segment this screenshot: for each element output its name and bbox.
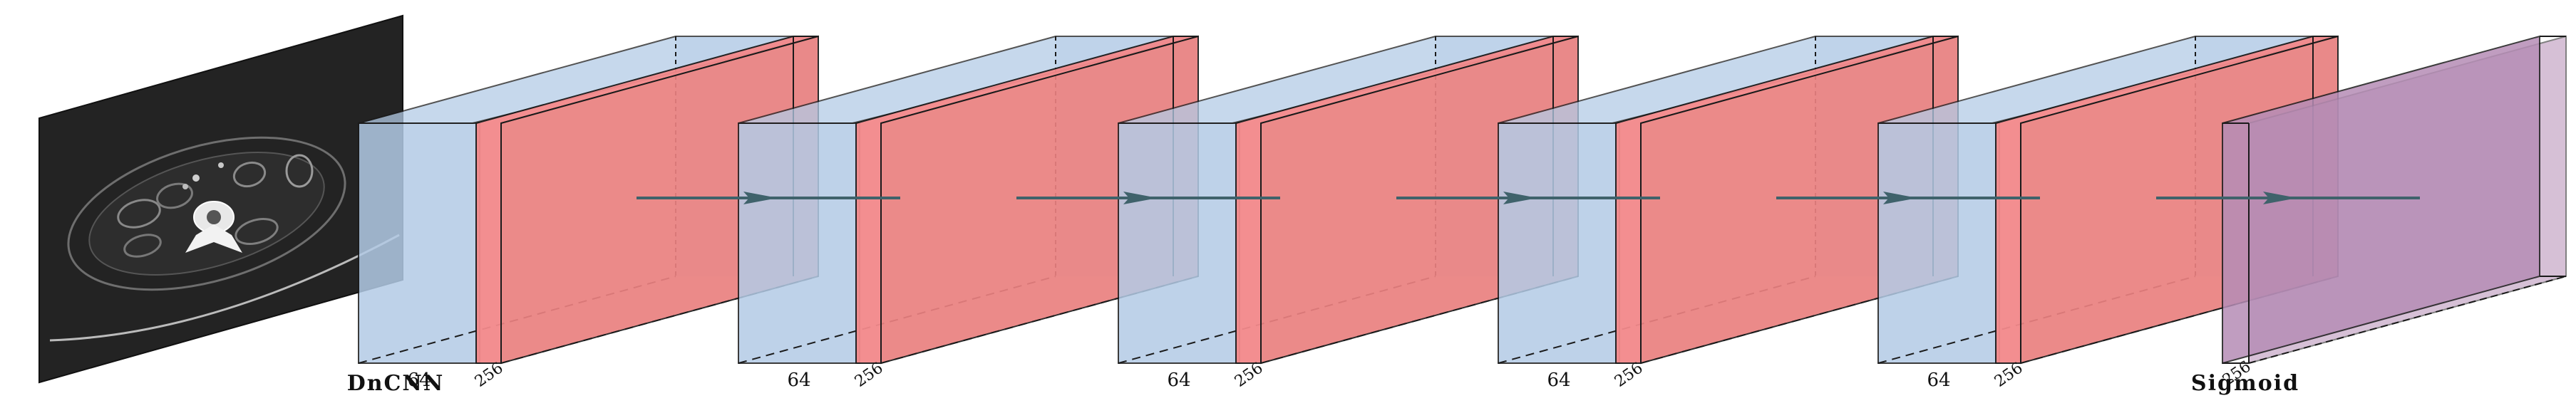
width-label: 256 [1232, 359, 1267, 391]
flow-arrows [637, 192, 2420, 204]
channel-label: 64 [407, 370, 431, 391]
blue-volume-front [358, 122, 480, 364]
sigmoid-label: Sigmoid [2191, 371, 2299, 396]
arrow-head [1503, 192, 1537, 204]
flow-arrow [1396, 192, 1660, 204]
conv-blocks: 64 256 64 256 64 256 64 256 64 256 [358, 35, 2339, 391]
arrow-head [2263, 192, 2297, 204]
width-label: 256 [1612, 359, 1647, 391]
channel-label: 64 [1167, 370, 1190, 391]
width-label: 256 [1992, 359, 2026, 391]
blue-volume-front [1877, 122, 2000, 364]
sigmoid-output-block: 256 Sigmoid [2191, 35, 2567, 396]
model-label: DnCNN [347, 371, 445, 396]
blue-volume-front [1118, 122, 1240, 364]
width-label: 256 [472, 359, 507, 391]
input-ct-image [38, 14, 403, 384]
channel-label: 64 [1927, 370, 1950, 391]
flow-arrow [1016, 192, 1280, 204]
arrow-head [743, 192, 778, 204]
flow-arrow [2156, 192, 2420, 204]
flow-arrow [1776, 192, 2040, 204]
flow-arrow [637, 192, 900, 204]
width-label: 256 [852, 359, 887, 391]
channel-label: 64 [787, 370, 810, 391]
arrow-head [1123, 192, 1158, 204]
arrow-head [1883, 192, 1917, 204]
channel-label: 64 [1547, 370, 1570, 391]
blue-volume-front [1498, 122, 1620, 364]
blue-volume-front [738, 122, 860, 364]
